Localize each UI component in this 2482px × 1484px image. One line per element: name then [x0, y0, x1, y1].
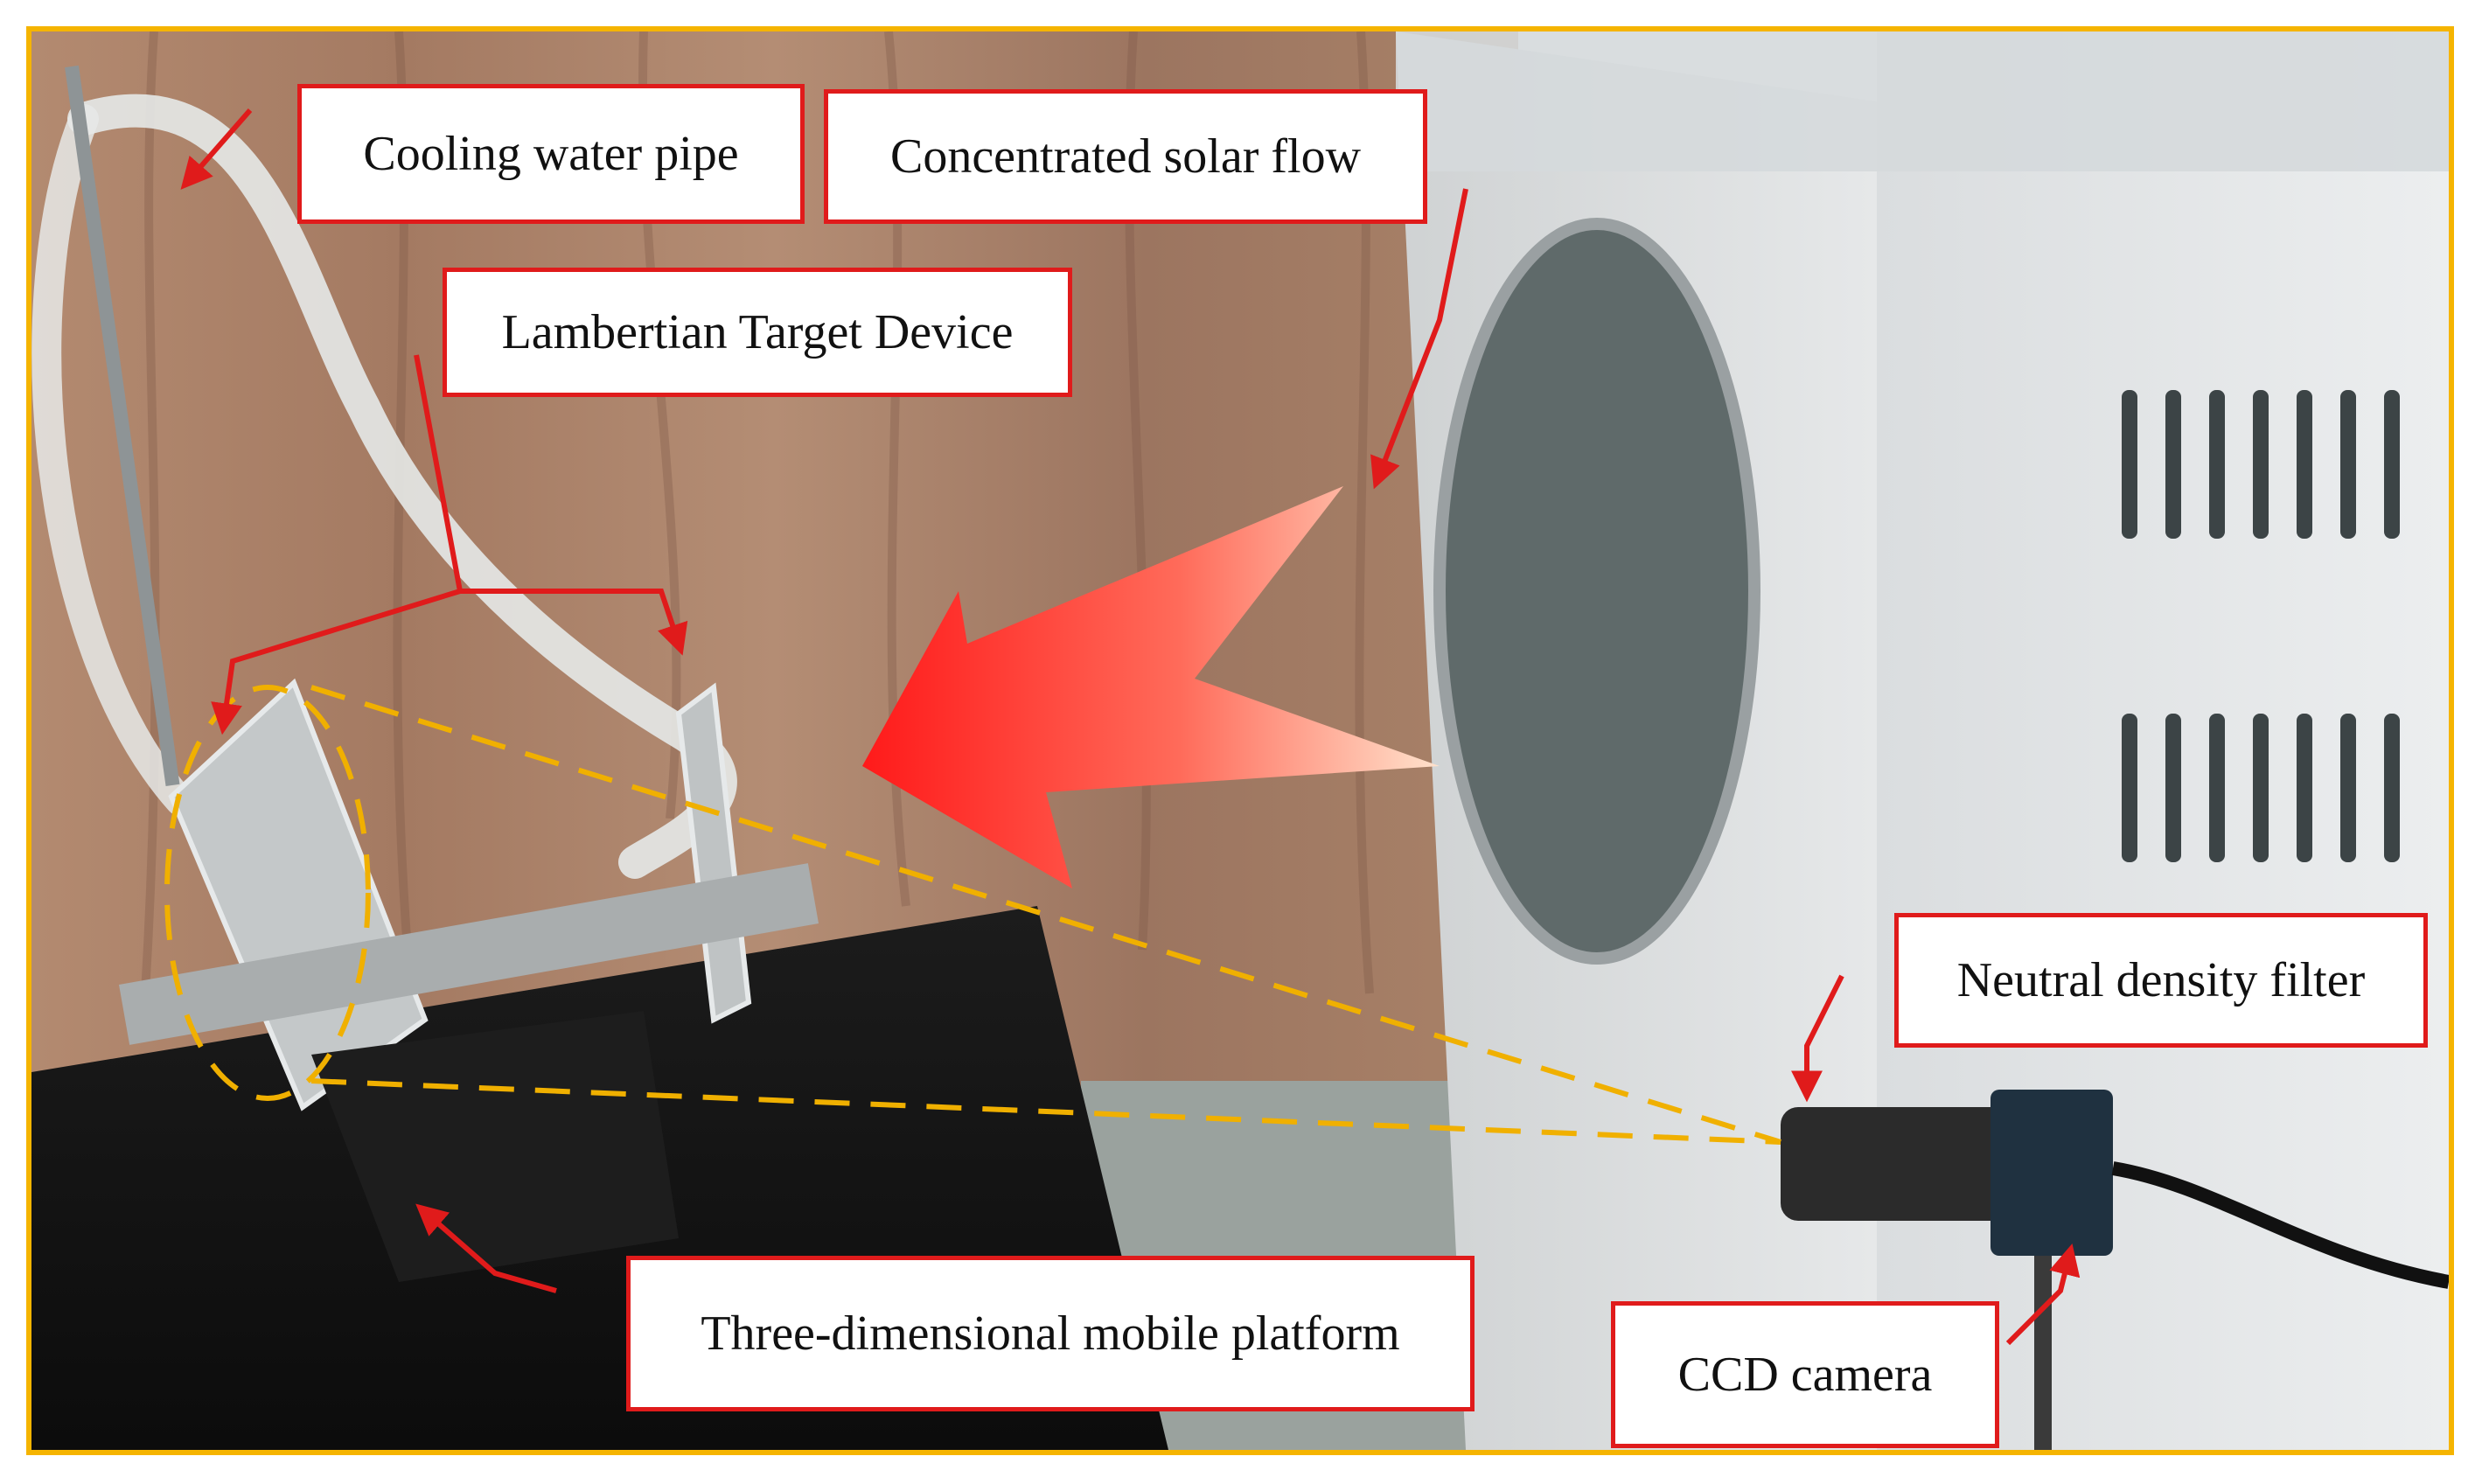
ccd-camera-lens: [1781, 1107, 2008, 1221]
solar-flow-arrow: [862, 486, 1440, 888]
experiment-photo: [31, 31, 2449, 1450]
label-neutral-density-filter: Neutral density filter: [1894, 913, 2428, 1048]
cabinet-top-edge: [1396, 31, 2449, 171]
label-lambertian-target-device: Lambertian Target Device: [443, 268, 1072, 397]
mobile-platform-body: [311, 1011, 679, 1282]
label-ccd-camera: CCD camera: [1611, 1301, 1999, 1448]
camera-cable: [2111, 1161, 2449, 1289]
label-concentrated-solar-flow: Concentrated solar flow: [824, 89, 1427, 224]
cabinet-window: [1433, 218, 1760, 965]
cabinet-vents: [2122, 390, 2400, 862]
metal-rod: [65, 65, 180, 787]
callout-arrows: [180, 108, 2081, 1346]
label-three-dimensional-mobile-platform: Three-dimensional mobile platform: [626, 1256, 1475, 1411]
ccd-camera-body: [1990, 1090, 2113, 1256]
label-cooling-water-pipe: Cooling water pipe: [297, 84, 805, 224]
cooling-water-pipe-left: [31, 104, 195, 816]
cabinet-right: [1877, 31, 2449, 1450]
camera-stand: [2034, 1256, 2052, 1450]
mobile-platform-rail: [118, 863, 819, 1045]
field-of-view-lines: [164, 685, 1781, 1145]
photo-frame: Cooling water pipe Concentrated solar fl…: [26, 26, 2454, 1455]
